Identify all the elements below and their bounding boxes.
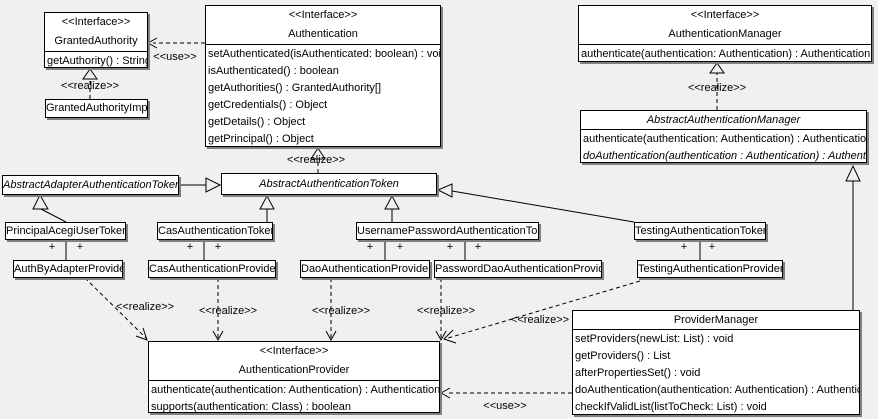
class-granted-authority-impl[interactable]: GrantedAuthorityImpl xyxy=(45,99,148,118)
realize-label: <<realize>> xyxy=(687,82,747,94)
class-cas-authentication-token[interactable]: CasAuthenticationToken xyxy=(157,222,273,240)
class-name: AuthenticationManager xyxy=(668,28,782,40)
class-name: AuthenticationProvider xyxy=(238,364,350,376)
generalization-provider-manager xyxy=(845,164,861,310)
method: doAuthentication(authentication: Authent… xyxy=(575,384,860,396)
plus-marker: + xyxy=(366,241,374,253)
class-name: AbstractAuthenticationManager xyxy=(646,114,801,126)
class-name: Authentication xyxy=(288,28,358,40)
class-header: <<Interface>> GrantedAuthority xyxy=(45,13,147,52)
use-authentication-granted-authority xyxy=(146,37,205,49)
method: isAuthenticated() : boolean xyxy=(208,65,339,77)
method: getProviders() : List xyxy=(575,350,671,362)
method-compartment: authenticate(authentication: Authenticat… xyxy=(581,130,867,162)
class-abstract-adapter-authentication-token[interactable]: AbstractAdapterAuthenticationToken xyxy=(2,175,179,195)
use-label: <<use>> xyxy=(483,400,527,412)
method: getPrincipal() : Object xyxy=(208,133,314,145)
realize-label: <<realize>> xyxy=(311,305,371,317)
plus-marker: + xyxy=(214,241,222,253)
realize-label: <<realize>> xyxy=(286,154,346,166)
realize-label: <<realize>> xyxy=(510,314,570,326)
class-name: TestingAuthenticationToken xyxy=(635,225,766,237)
method-compartment: setAuthenticated(isAuthenticated: boolea… xyxy=(206,45,441,146)
class-dao-authentication-provider[interactable]: DaoAuthenticationProvider xyxy=(300,260,430,278)
method-compartment: setProviders(newList: List) : void getPr… xyxy=(573,330,860,414)
class-abstract-authentication-manager[interactable]: AbstractAuthenticationManager authentica… xyxy=(580,110,867,163)
plus-marker: + xyxy=(76,241,84,253)
class-header: <<Interface>> AuthenticationManager xyxy=(579,6,871,45)
class-provider-manager[interactable]: ProviderManager setProviders(newList: Li… xyxy=(572,310,860,415)
realize-label: <<realize>> xyxy=(115,301,175,313)
method: authenticate(authentication: Authenticat… xyxy=(151,384,440,396)
class-header: AbstractAuthenticationManager xyxy=(581,111,866,130)
generalization-testing-token xyxy=(436,183,635,223)
stereotype: <<Interface>> xyxy=(259,345,329,357)
class-authentication[interactable]: <<Interface>> Authentication setAuthenti… xyxy=(205,5,441,147)
class-name: ProviderManager xyxy=(673,314,759,326)
method-compartment: authenticate(authentication: Authenticat… xyxy=(579,45,871,61)
class-authentication-provider[interactable]: <<Interface>> AuthenticationProvider aut… xyxy=(148,341,440,413)
class-name: AbstractAdapterAuthenticationToken xyxy=(3,179,179,191)
method: getAuthorities() : GrantedAuthority[] xyxy=(208,82,382,94)
method: getDetails() : Object xyxy=(208,116,306,128)
method: authenticate(authentication: Authenticat… xyxy=(583,133,867,145)
class-name: CasAuthenticationProvider xyxy=(149,263,276,275)
realize-label: <<realize>> xyxy=(198,305,258,317)
plus-marker: + xyxy=(186,241,194,253)
method-compartment: getAuthority() : String xyxy=(45,52,148,67)
class-cas-authentication-provider[interactable]: CasAuthenticationProvider xyxy=(148,260,276,278)
class-name: PrincipalAcegiUserToken xyxy=(6,225,126,237)
class-name: AbstractAuthenticationToken xyxy=(259,178,399,190)
class-testing-authentication-token[interactable]: TestingAuthenticationToken xyxy=(634,222,766,240)
plus-marker: + xyxy=(48,241,56,253)
generalization-cas-token xyxy=(259,194,275,222)
plus-marker: + xyxy=(446,241,454,253)
method: setProviders(newList: List) : void xyxy=(575,333,734,345)
stereotype: <<Interface>> xyxy=(288,9,358,21)
class-name: DaoAuthenticationProvider xyxy=(301,263,430,275)
class-granted-authority[interactable]: <<Interface>> GrantedAuthority getAuthor… xyxy=(44,12,148,68)
class-header: ProviderManager xyxy=(573,311,859,330)
method: afterPropertiesSet() : void xyxy=(575,367,701,379)
class-header: <<Interface>> AuthenticationProvider xyxy=(149,342,439,381)
method: supports(authentication: Class) : boolea… xyxy=(151,401,351,413)
class-name: AuthByAdapterProvider xyxy=(14,263,123,275)
class-username-password-authentication-token[interactable]: UsernamePasswordAuthenticationToken xyxy=(356,222,539,240)
plus-marker: + xyxy=(474,241,482,253)
plus-marker: + xyxy=(708,241,716,253)
method: getCredentials() : Object xyxy=(208,99,328,111)
stereotype: <<Interface>> xyxy=(61,16,131,28)
generalization-adapter-token-to-abstract-token xyxy=(179,177,222,193)
class-name: UsernamePasswordAuthenticationToken xyxy=(357,225,539,237)
method: checkIfValidList(listToCheck: List) : vo… xyxy=(575,401,767,413)
class-name: CasAuthenticationToken xyxy=(158,225,273,237)
generalization-principal-token xyxy=(32,193,67,223)
class-name: GrantedAuthorityImpl xyxy=(46,102,148,114)
class-name: TestingAuthenticationProvider xyxy=(638,263,783,275)
class-testing-authentication-provider[interactable]: TestingAuthenticationProvider xyxy=(637,260,783,278)
plus-marker: + xyxy=(680,241,688,253)
use-provider-manager-authentication-provider xyxy=(439,387,572,399)
stereotype: <<Interface>> xyxy=(690,9,760,21)
class-auth-by-adapter-provider[interactable]: AuthByAdapterProvider xyxy=(13,260,123,278)
use-label: <<use>> xyxy=(153,51,197,63)
class-abstract-authentication-token[interactable]: AbstractAuthenticationToken xyxy=(221,173,437,195)
class-password-dao-authentication-provider[interactable]: PasswordDaoAuthenticationProvider xyxy=(434,260,602,278)
method: setAuthenticated(isAuthenticated: boolea… xyxy=(208,48,441,60)
method: authenticate(authentication: Authenticat… xyxy=(581,48,871,60)
method: getAuthority() : String xyxy=(47,55,148,67)
class-authentication-manager[interactable]: <<Interface>> AuthenticationManager auth… xyxy=(578,5,872,62)
realize-label: <<realize>> xyxy=(416,305,476,317)
plus-marker: + xyxy=(396,241,404,253)
class-name: GrantedAuthority xyxy=(54,35,138,47)
method-abstract: doAuthentication(authentication : Authen… xyxy=(583,150,867,162)
method-compartment: authenticate(authentication: Authenticat… xyxy=(149,381,440,413)
class-header: <<Interface>> Authentication xyxy=(206,6,440,45)
realize-label: <<realize>> xyxy=(60,80,120,92)
generalization-username-token xyxy=(384,194,400,222)
class-name: PasswordDaoAuthenticationProvider xyxy=(435,263,602,275)
class-principal-acegi-user-token[interactable]: PrincipalAcegiUserToken xyxy=(5,222,126,240)
